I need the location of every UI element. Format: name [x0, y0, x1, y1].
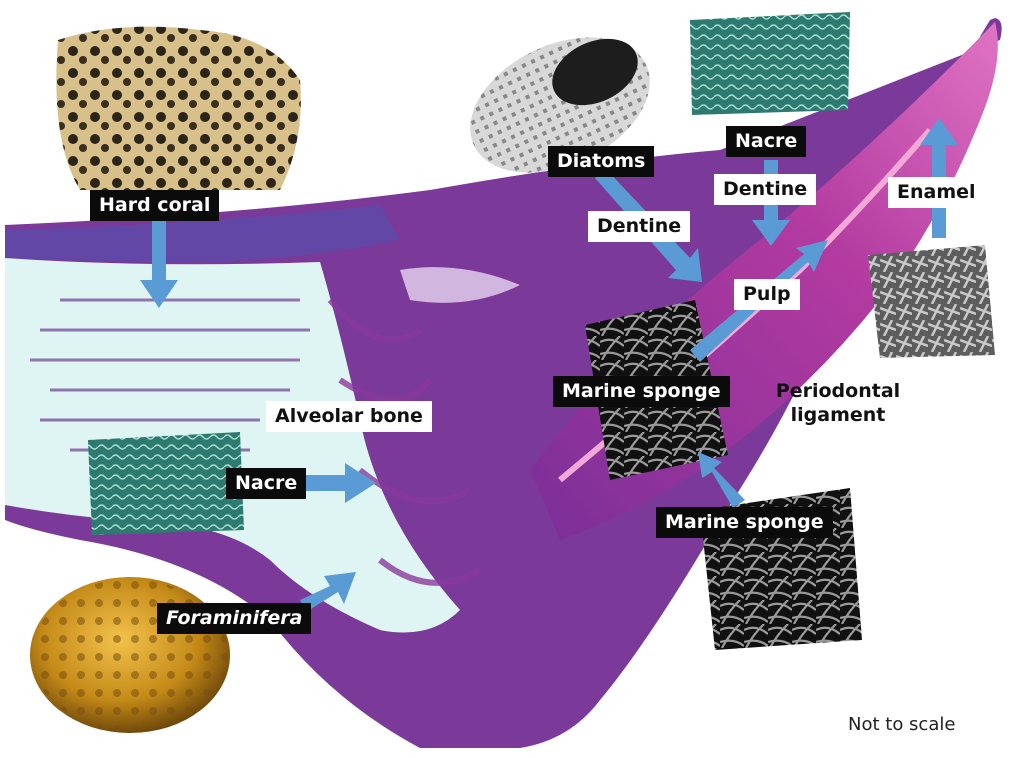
label-periodontal-line2: ligament [790, 403, 886, 426]
label-nacre-top: Nacre [726, 126, 807, 157]
diatom-image [470, 37, 650, 173]
label-foraminifera: Foraminifera [157, 603, 312, 634]
foraminifera-image [30, 577, 230, 733]
label-pulp: Pulp [734, 279, 800, 310]
label-diatoms: Diatoms [548, 146, 655, 177]
hard-coral-image [56, 26, 301, 190]
label-alveolar-bone: Alveolar bone [266, 401, 432, 432]
arrow-foraminifera [300, 572, 356, 612]
nacre-image-top [690, 12, 850, 115]
label-enamel: Enamel [888, 177, 985, 208]
label-periodontal-line1: Periodontal [775, 380, 901, 402]
scale-note: Not to scale [848, 714, 956, 735]
enamel-image [868, 245, 995, 358]
label-dentine-right: Dentine [714, 174, 817, 205]
jaw-soft-tissue [5, 205, 400, 262]
arrow-nacre-left [300, 463, 376, 503]
label-nacre-left: Nacre [226, 468, 307, 499]
label-periodontal-ligament: Periodontal ligament [768, 380, 908, 428]
arrow-hard-coral [140, 215, 178, 308]
label-marine-sponge-lower: Marine sponge [656, 507, 833, 538]
label-marine-sponge-center: Marine sponge [553, 376, 730, 407]
label-dentine-left: Dentine [588, 211, 691, 242]
nacre-image-left [88, 432, 244, 535]
arrow-marine-sponge-lower [698, 452, 745, 508]
label-hard-coral: Hard coral [90, 190, 220, 221]
